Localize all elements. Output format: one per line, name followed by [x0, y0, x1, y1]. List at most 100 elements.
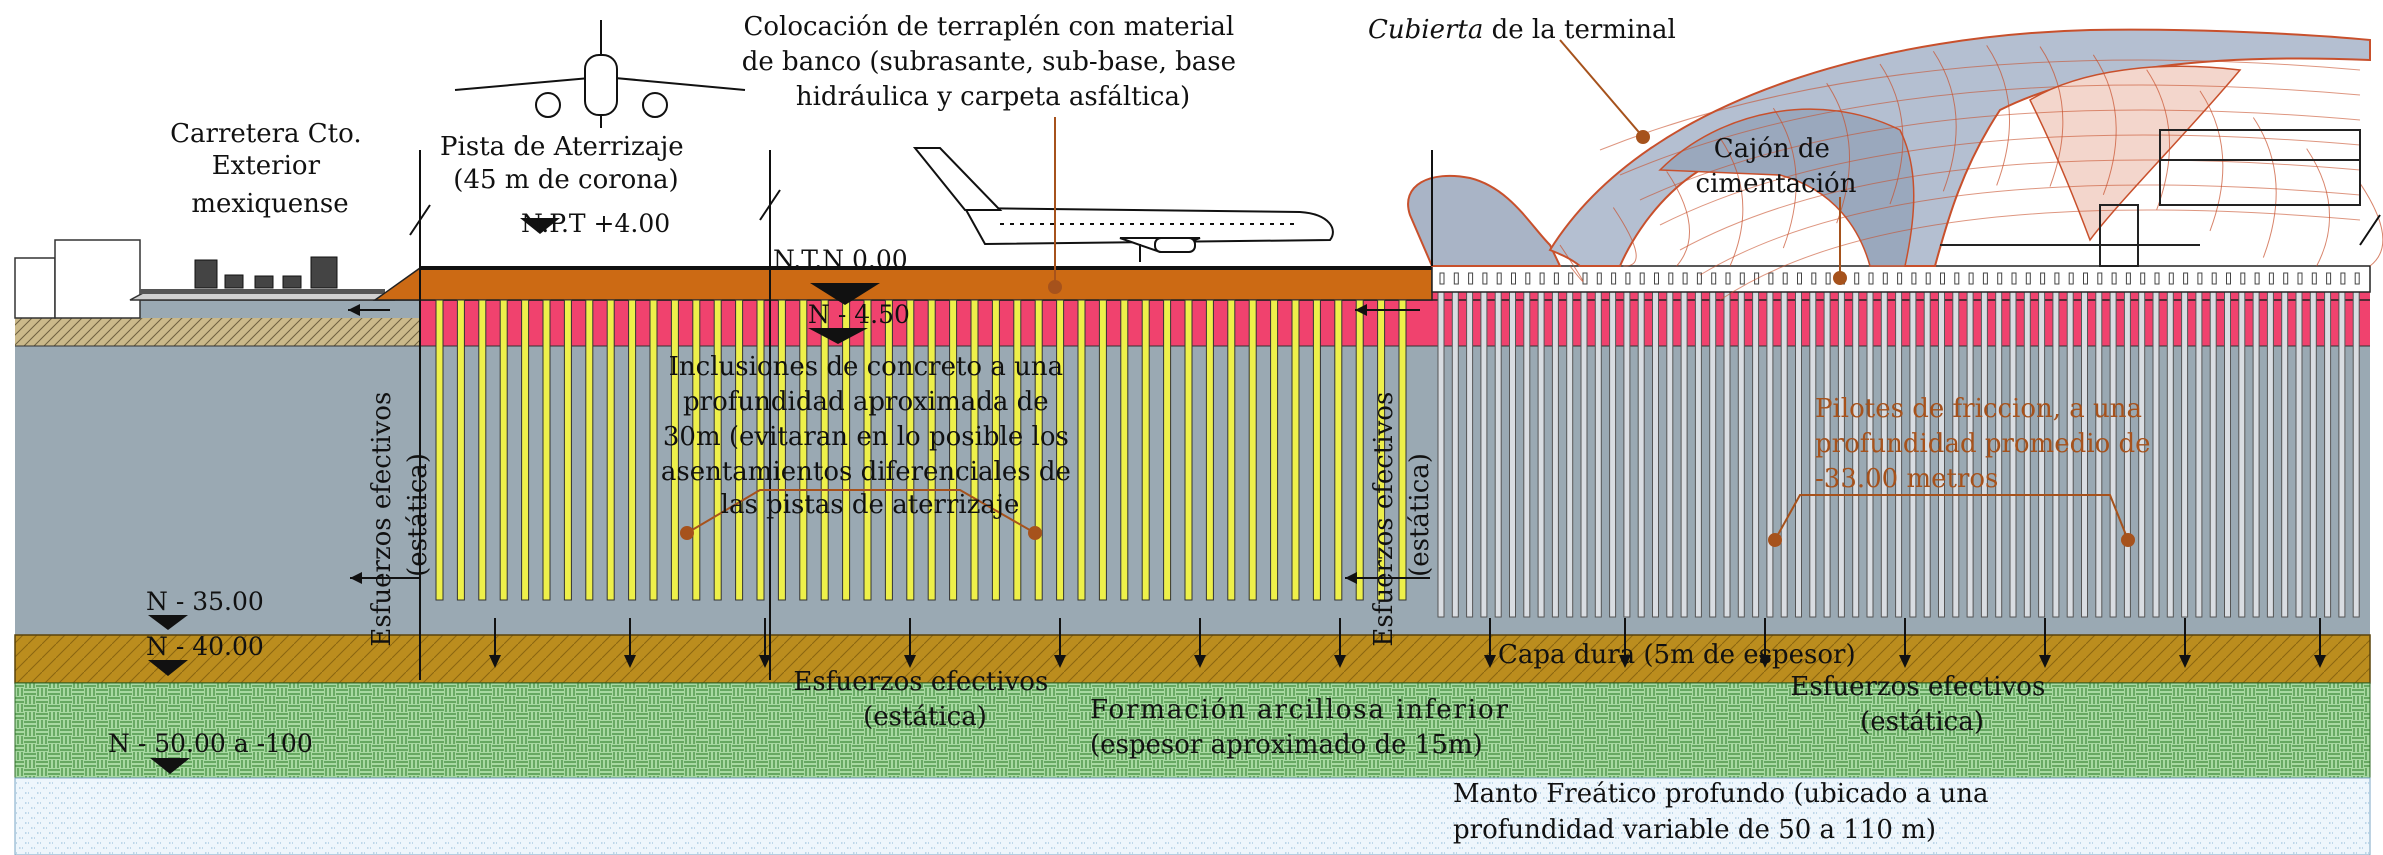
friction-pile — [2181, 291, 2189, 618]
car-icon — [282, 275, 302, 289]
roof-funnel — [1658, 108, 1915, 267]
break-symbol — [759, 189, 781, 221]
foundation-cell — [1882, 272, 1888, 285]
foundation-cell — [1625, 272, 1631, 285]
roof-grid-line — [2199, 90, 2224, 232]
foundation-cell — [2340, 272, 2346, 285]
inclusions-label: Inclusiones de concreto a una profundida… — [661, 352, 1079, 520]
roof-grid-line — [1719, 137, 1744, 267]
level-npt: N.P.T +4.00 — [521, 209, 670, 238]
level-n40: N - 40.00 — [146, 632, 264, 661]
friction-pile — [1723, 291, 1731, 618]
foundation-cell — [1911, 272, 1917, 285]
inclusion-column — [649, 299, 658, 601]
friction-pile — [1752, 291, 1760, 618]
inclusion-column — [1120, 299, 1129, 601]
foundation-cell — [1439, 272, 1445, 285]
foundation-cells — [1439, 272, 2360, 285]
fuselage — [963, 206, 1334, 246]
fuselage — [584, 54, 618, 116]
foundation-cell — [1854, 272, 1860, 285]
foundation-cell — [2140, 272, 2146, 285]
embankment-slope — [372, 266, 421, 301]
inclusion-column — [435, 299, 444, 601]
friction-piles — [1437, 291, 2360, 618]
triangle-marker — [808, 328, 868, 344]
foundation-cell — [2211, 272, 2217, 285]
roof-grid-line — [1719, 209, 2361, 301]
foundation-cell — [1696, 272, 1702, 285]
arrow-head — [489, 655, 501, 668]
roof-grid-line — [2306, 148, 2331, 267]
inclusion-column — [735, 299, 744, 601]
inclusion-column — [1291, 299, 1300, 601]
road-area — [14, 239, 396, 319]
runway-label: Pista de Aterrizaje (45 m de corona) — [440, 132, 692, 195]
foundation-cell — [1525, 272, 1531, 285]
foundation-cell — [1639, 272, 1645, 285]
foundation-cell — [2268, 272, 2274, 285]
inclusion-column — [1098, 299, 1107, 601]
inclusion-column — [670, 299, 679, 601]
lower-clay-layer — [14, 682, 2371, 779]
inclusion-column — [884, 299, 893, 601]
inclusion-column — [927, 299, 936, 601]
triangle-marker — [520, 218, 560, 234]
foundation-cell — [1868, 272, 1874, 285]
friction-pile — [1780, 291, 1788, 618]
friction-pile — [2281, 291, 2289, 618]
friction-pile — [2224, 291, 2231, 618]
inclusion-column — [820, 299, 829, 601]
foundation-cell — [1968, 272, 1974, 285]
engine-left — [535, 92, 561, 118]
foundation-cell — [2154, 272, 2160, 285]
airplane-front-icon — [454, 20, 746, 128]
roof-grid-line — [1612, 207, 1637, 267]
leader-dot — [1768, 533, 1782, 547]
arrow-head — [2179, 655, 2191, 668]
road-vehicles — [194, 256, 338, 289]
leader-dot — [2121, 533, 2135, 547]
inclusion-column — [777, 299, 786, 601]
arrow-head — [624, 655, 636, 668]
friction-pile — [1523, 291, 1531, 618]
inclusion-column — [628, 299, 637, 601]
inclusion-column — [1077, 299, 1086, 601]
foundation-cell — [1468, 272, 1474, 285]
foundation-cell — [1511, 272, 1516, 285]
arrow-head — [1194, 655, 1206, 668]
arrow-head — [1334, 655, 1346, 668]
break-marks — [409, 150, 2381, 680]
leader-dot — [680, 526, 694, 540]
foundation-cell — [1954, 272, 1960, 285]
roof-grid-line — [1559, 244, 1584, 282]
friction-pile — [2238, 291, 2246, 618]
foundation-cell — [1997, 272, 2003, 285]
foundation-cell — [1482, 272, 1488, 285]
friction-pile — [2309, 291, 2317, 618]
clay-label: Formación arcillosa inferior (espesor ap… — [1090, 695, 1518, 760]
inclusion-column — [456, 299, 465, 601]
friction-pile — [1551, 291, 1559, 618]
triangle-marker — [810, 283, 880, 305]
building-left — [14, 257, 56, 319]
friction-pile — [1437, 291, 1445, 618]
inclusion-column — [799, 299, 808, 601]
roof-grid-line — [1826, 82, 1850, 224]
stress-right-label: Esfuerzos efectivos (estática) — [1790, 672, 2053, 737]
triangle-marker — [148, 660, 188, 676]
foundation-cell — [1925, 272, 1931, 285]
roof-grid-line — [1932, 51, 1957, 192]
friction-pile — [2324, 291, 2332, 618]
foundation-cell — [2068, 272, 2074, 285]
inclusion-column — [563, 299, 572, 601]
terminal-interior — [1940, 129, 2361, 267]
inclusion-column — [1355, 299, 1364, 601]
triangle-marker — [150, 758, 190, 774]
foundation-cell — [1553, 272, 1559, 285]
inclusion-column — [1377, 299, 1386, 601]
embankment-label: Colocación de terraplén con material de … — [742, 12, 1244, 112]
foundation-cell — [2025, 272, 2031, 285]
airplane-side-icon — [912, 147, 1334, 262]
